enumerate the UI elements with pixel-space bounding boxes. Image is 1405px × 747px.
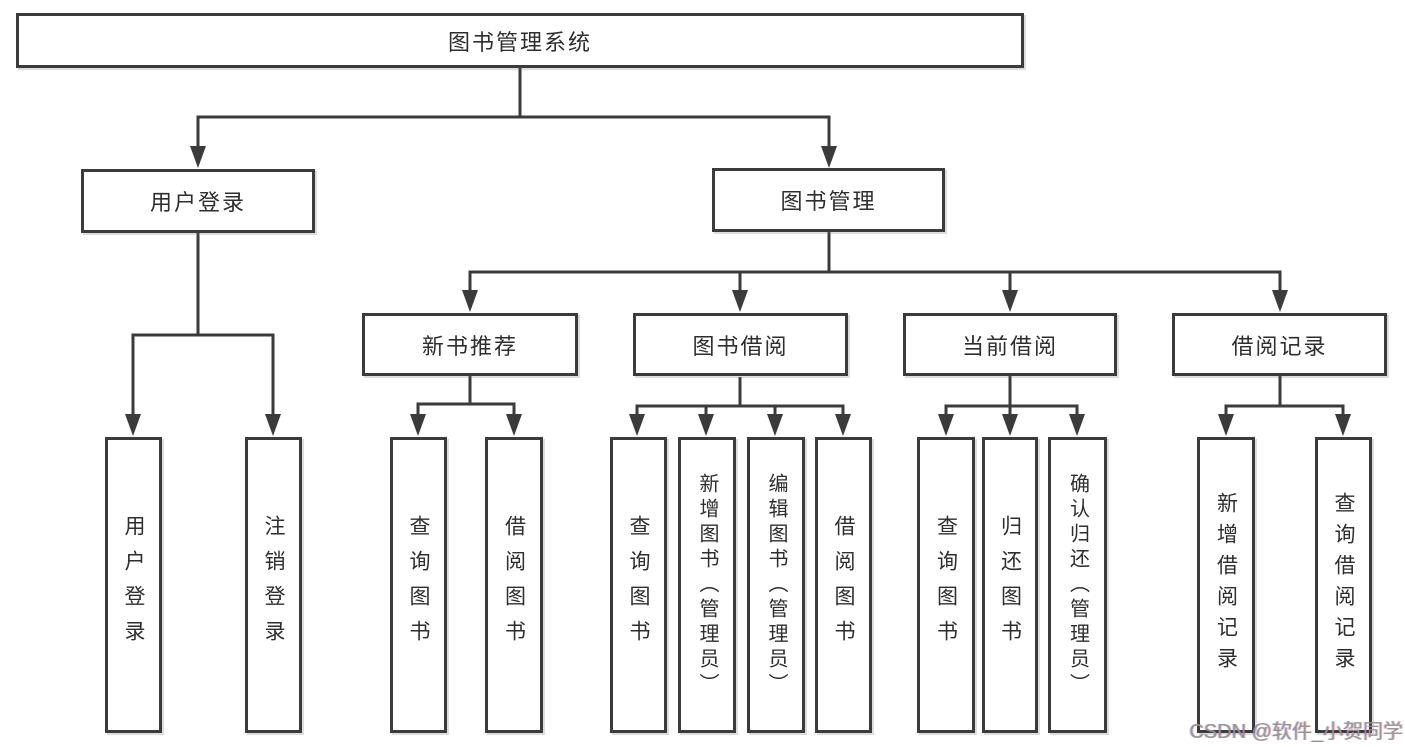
leaf-bw-edit-books-admin: 编辑图书（管理员）: [747, 437, 805, 733]
leaf-cur-return-books-label: 归还图书: [998, 515, 1022, 655]
leaf-bw-edit-books-admin-label: 编辑图书（管理员）: [765, 472, 787, 698]
leaf-cur-return-books: 归还图书: [982, 437, 1038, 733]
leaf-rec-add-record: 新增借阅记录: [1197, 437, 1255, 733]
leaf-logout-label: 注销登录: [262, 515, 285, 655]
node-borrow-records: 借阅记录: [1172, 313, 1387, 376]
leaf-cur-query-books: 查询图书: [917, 437, 975, 733]
leaf-rec-query-record: 查询借阅记录: [1315, 437, 1372, 733]
leaf-nb-borrow-books-label: 借阅图书: [502, 515, 526, 655]
node-borrow-records-label: 借阅记录: [1231, 333, 1328, 359]
node-root-label: 图书管理系统: [447, 29, 592, 55]
leaf-user-login: 用户登录: [105, 437, 162, 733]
node-book-management: 图书管理: [712, 168, 945, 232]
leaf-bw-query-books-label: 查询图书: [627, 515, 650, 655]
leaf-nb-query-books: 查询图书: [390, 437, 447, 733]
leaf-cur-confirm-return-admin-label: 确认归还（管理员）: [1066, 472, 1089, 698]
leaf-bw-add-books-admin: 新增图书（管理员）: [678, 437, 736, 733]
leaf-bw-borrow-books: 借阅图书: [815, 437, 872, 733]
leaf-rec-query-record-label: 查询借阅记录: [1332, 492, 1355, 678]
node-book-borrow-label: 图书借阅: [692, 333, 789, 359]
node-book-borrow: 图书借阅: [633, 313, 848, 376]
csdn-watermark: CSDN @软件_小贺同学: [1189, 721, 1403, 743]
leaf-bw-borrow-books-label: 借阅图书: [832, 515, 855, 655]
node-new-book-recommend: 新书推荐: [362, 313, 578, 376]
node-current-borrow: 当前借阅: [903, 313, 1117, 376]
node-new-book-recommend-label: 新书推荐: [421, 333, 518, 359]
leaf-logout: 注销登录: [245, 437, 302, 733]
leaf-nb-borrow-books: 借阅图书: [485, 437, 543, 733]
leaf-cur-query-books-label: 查询图书: [934, 515, 958, 655]
leaf-cur-confirm-return-admin: 确认归还（管理员）: [1048, 437, 1107, 733]
leaf-bw-add-books-admin-label: 新增图书（管理员）: [696, 472, 718, 698]
node-user-login-label: 用户登录: [149, 190, 246, 215]
leaf-bw-query-books: 查询图书: [610, 437, 667, 733]
node-book-management-label: 图书管理: [780, 189, 877, 214]
leaf-nb-query-books-label: 查询图书: [407, 515, 430, 655]
node-user-login: 用户登录: [81, 169, 315, 233]
leaf-rec-add-record-label: 新增借阅记录: [1214, 492, 1238, 678]
node-root: 图书管理系统: [16, 13, 1024, 68]
node-current-borrow-label: 当前借阅: [961, 333, 1058, 359]
leaf-user-login-label: 用户登录: [122, 515, 145, 655]
arrowheads: [125, 146, 1351, 436]
